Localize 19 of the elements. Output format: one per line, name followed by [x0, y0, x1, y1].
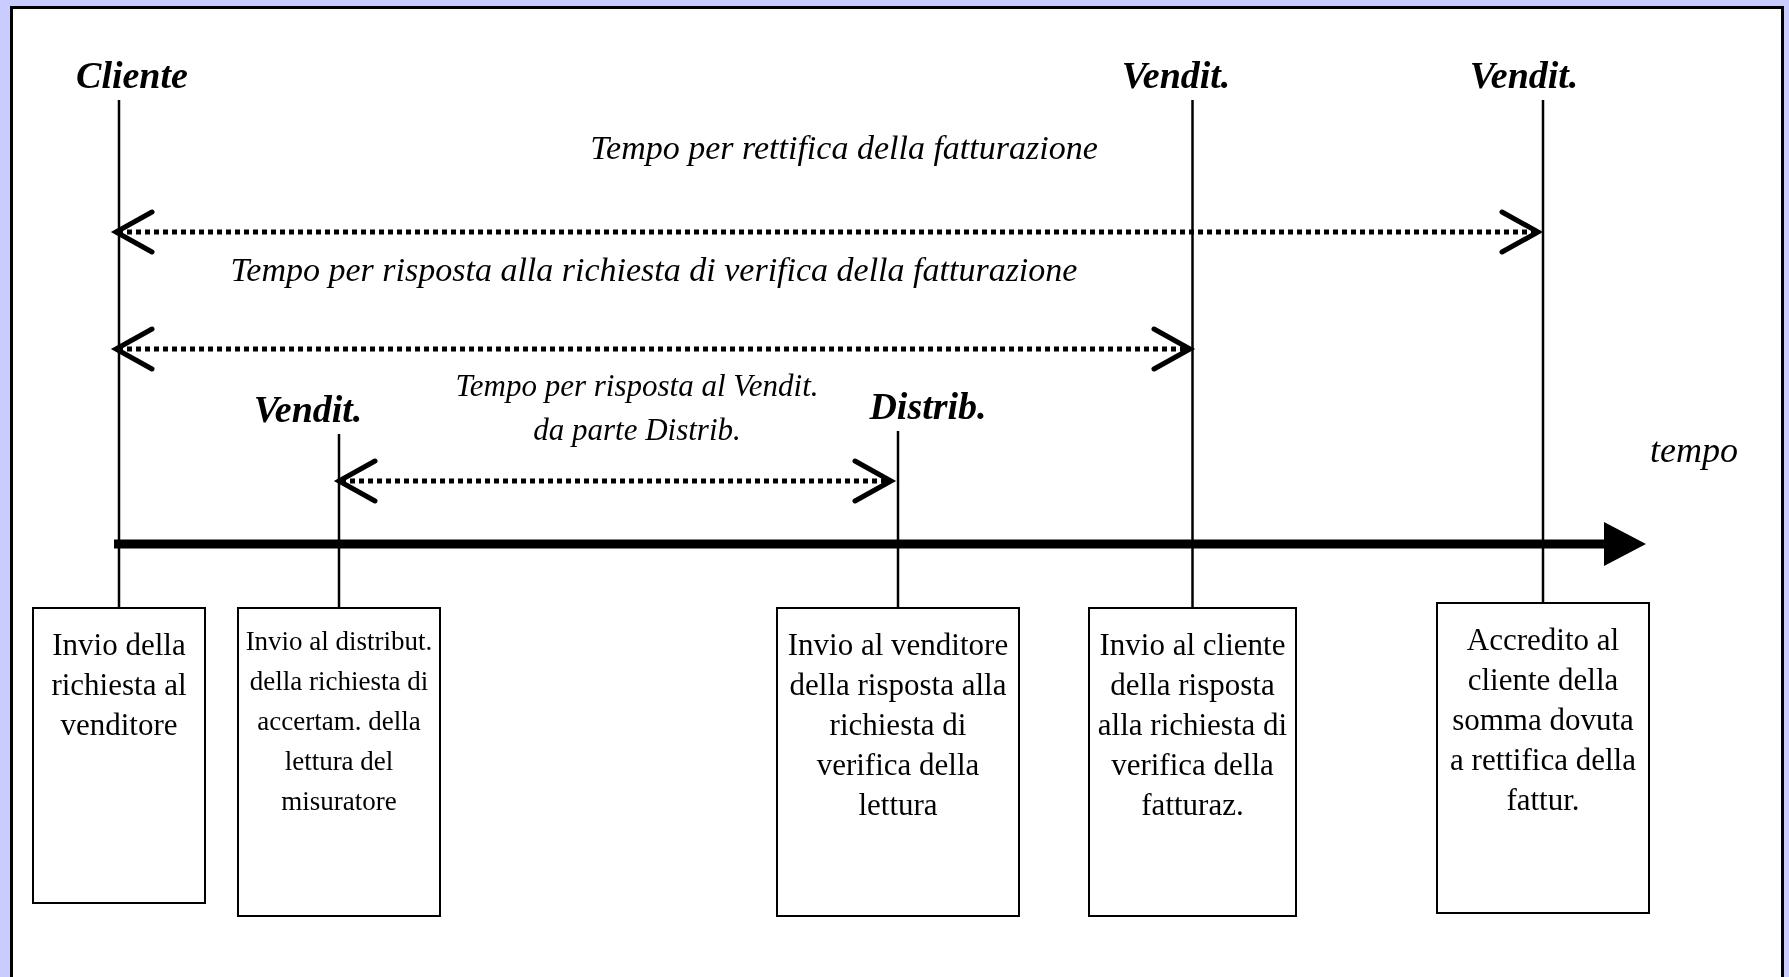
duration-label: Tempo per rettifica della fatturazione [589, 128, 1099, 168]
duration-label: Tempo per risposta al Vendit. da parte Distrib. [454, 367, 820, 449]
step-box: Invio al cliente della risposta alla richiesta di verifica della fatturaz. [1088, 607, 1297, 917]
actor-label: Vendit. [240, 384, 376, 434]
actor-label: Vendit. [1458, 50, 1590, 100]
actor-label: Vendit. [1110, 50, 1242, 100]
duration-label: Tempo per risposta alla richiesta di verifica della fatturazione [229, 250, 1079, 290]
timeline-marker-line [117, 100, 121, 607]
timeline-marker-line [1191, 100, 1194, 607]
step-box: Invio al distribut. della richiesta di accertam. della lettura del misuratore [237, 607, 441, 917]
timeline-marker-line [896, 431, 900, 607]
actor-label: Distrib. [858, 381, 998, 431]
step-box: Invio al venditore della risposta alla richiesta di verifica della lettura [776, 607, 1020, 917]
timeline-marker-line [337, 434, 341, 607]
step-box: Accredito al cliente della somma dovuta a rettifica della fattur. [1436, 602, 1650, 914]
axis-label: tempo [1650, 429, 1739, 472]
timeline-marker-line [1541, 100, 1545, 602]
step-box: Invio della richiesta al venditore [32, 607, 206, 904]
actor-label: Cliente [66, 50, 198, 100]
